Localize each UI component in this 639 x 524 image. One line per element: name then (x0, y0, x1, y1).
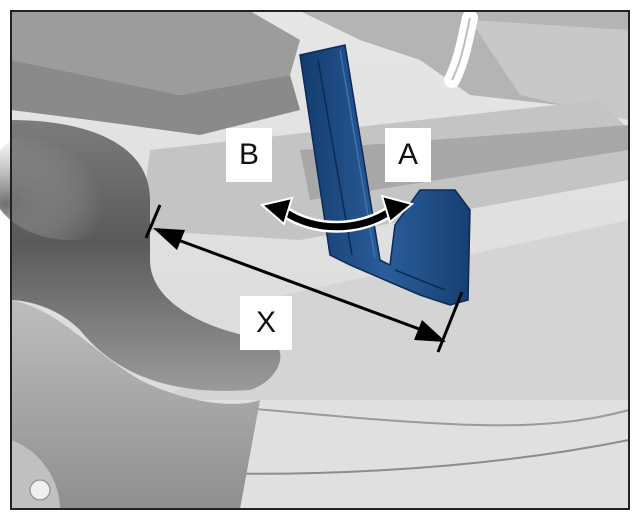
rotation-arrow-head-b (259, 196, 294, 226)
upper-beam (11, 60, 300, 135)
left-shadow (0, 120, 150, 240)
middle-beam-shadow (300, 125, 629, 200)
label-a: A (385, 128, 431, 182)
corner-hole (29, 479, 51, 501)
upper-left-structure (11, 11, 300, 95)
dimension-arrow-head-right (414, 320, 446, 342)
frame-border (10, 10, 630, 510)
blue-bracket (299, 44, 471, 306)
cable-edge (451, 17, 471, 81)
label-x: X (240, 296, 292, 350)
dimension-tick-left (144, 204, 162, 239)
dimension-tick-right (436, 291, 464, 353)
left-lower-structure (11, 300, 260, 509)
dimension-arrow-head-left (153, 228, 185, 250)
dimension-line (169, 235, 431, 335)
label-b: B (226, 128, 272, 182)
rotation-arrow-head-a (380, 194, 415, 224)
bracket-lip (394, 269, 446, 291)
upper-right-panel (470, 20, 629, 120)
rotation-arrow (283, 207, 394, 231)
